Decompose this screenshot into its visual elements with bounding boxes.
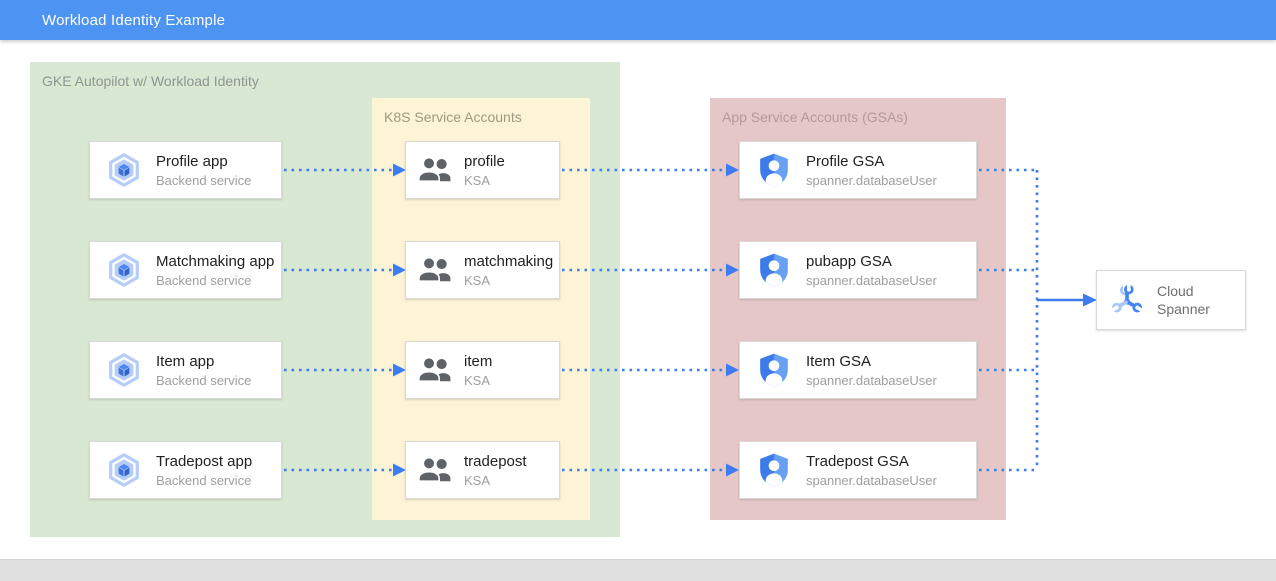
card-subtitle: spanner.databaseUser bbox=[806, 372, 937, 388]
card-subtitle: spanner.databaseUser bbox=[806, 272, 937, 288]
diagram-title: Workload Identity Example bbox=[42, 11, 226, 29]
card-title: Tradepost app bbox=[156, 452, 253, 470]
gsa-card-tradepost: Tradepost GSA spanner.databaseUser bbox=[739, 441, 977, 499]
card-title: pubapp GSA bbox=[806, 252, 892, 270]
card-title: Item GSA bbox=[806, 352, 872, 370]
gke-hexagon-icon bbox=[104, 150, 144, 190]
title-bar: Workload Identity Example bbox=[0, 0, 1276, 40]
gke-hexagon-icon bbox=[104, 350, 144, 390]
gsa-card-item: Item GSA spanner.databaseUser bbox=[739, 341, 977, 399]
card-subtitle: Backend service bbox=[156, 472, 252, 488]
cloud-spanner-icon bbox=[1107, 280, 1147, 320]
card-title: Item app bbox=[156, 352, 215, 370]
card-subtitle: KSA bbox=[464, 472, 491, 488]
card-title: Matchmaking app bbox=[156, 252, 275, 270]
card-title: Profile GSA bbox=[806, 152, 885, 170]
card-subtitle: Backend service bbox=[156, 172, 252, 188]
card-title: Tradepost GSA bbox=[806, 452, 909, 470]
card-title: item bbox=[464, 352, 493, 370]
gke-group-title: GKE Autopilot w/ Workload Identity bbox=[42, 73, 259, 89]
card-title: matchmaking bbox=[464, 252, 554, 270]
gke-hexagon-icon bbox=[104, 450, 144, 490]
gsa-group-title: App Service Accounts (GSAs) bbox=[722, 109, 908, 125]
card-title: tradepost bbox=[464, 452, 527, 470]
card-title: profile bbox=[464, 152, 505, 170]
ksa-group-title: K8S Service Accounts bbox=[384, 109, 522, 125]
card-title: Cloud Spanner bbox=[1157, 283, 1210, 317]
card-subtitle: Backend service bbox=[156, 272, 252, 288]
card-subtitle: Backend service bbox=[156, 372, 252, 388]
service-account-people-icon bbox=[414, 249, 456, 291]
iam-shield-person-icon bbox=[754, 250, 794, 290]
iam-shield-person-icon bbox=[754, 350, 794, 390]
spanner-card: Cloud Spanner bbox=[1096, 270, 1246, 330]
iam-shield-person-icon bbox=[754, 150, 794, 190]
bottom-bar bbox=[0, 559, 1276, 581]
card-subtitle: spanner.databaseUser bbox=[806, 172, 937, 188]
card-title: Profile app bbox=[156, 152, 228, 170]
card-subtitle: KSA bbox=[464, 372, 491, 388]
service-account-people-icon bbox=[414, 449, 456, 491]
service-account-people-icon bbox=[414, 149, 456, 191]
gke-hexagon-icon bbox=[104, 250, 144, 290]
iam-shield-person-icon bbox=[754, 450, 794, 490]
card-subtitle: spanner.databaseUser bbox=[806, 472, 937, 488]
card-subtitle: KSA bbox=[464, 272, 491, 288]
card-subtitle: KSA bbox=[464, 172, 491, 188]
service-account-people-icon bbox=[414, 349, 456, 391]
gsa-card-pubapp: pubapp GSA spanner.databaseUser bbox=[739, 241, 977, 299]
gsa-card-profile: Profile GSA spanner.databaseUser bbox=[739, 141, 977, 199]
